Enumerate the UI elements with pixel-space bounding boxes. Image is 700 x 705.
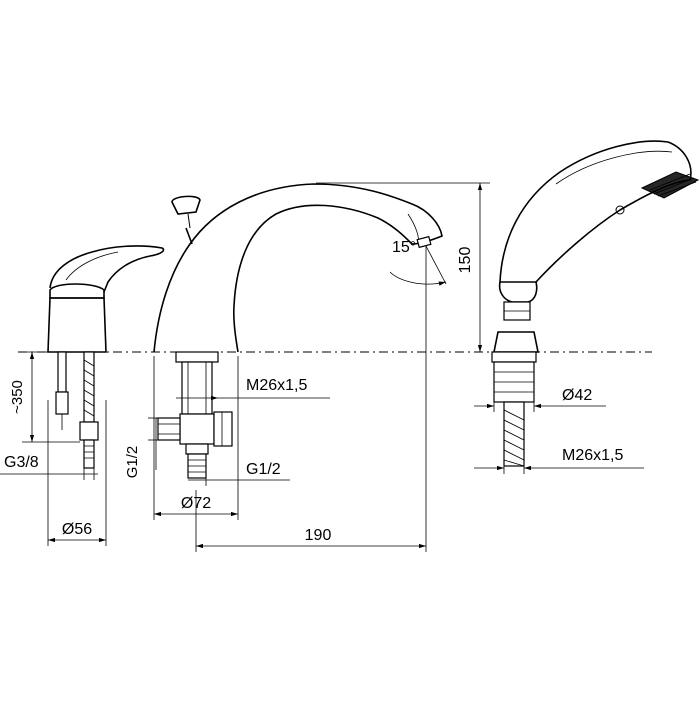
handle-connection-label: G3/8: [4, 454, 39, 471]
mixer-handle-body: [47, 245, 165, 353]
overall-height-label: 150: [457, 247, 474, 274]
side-inlet-label: G1/2: [124, 446, 141, 479]
inlet-connection-label: G1/2: [246, 461, 281, 478]
spout-angle-label: 15°: [392, 239, 416, 256]
spout-reach-label: 190: [305, 527, 332, 544]
spout-mount: [157, 351, 233, 479]
mixer-connection-tails: [55, 351, 99, 469]
shower-thread-label: M26x1,5: [562, 447, 623, 464]
hose-length-label: ~350: [9, 380, 26, 414]
handle-base-diameter-label: Ø56: [62, 521, 92, 538]
shower-diameter-label: Ø42: [562, 387, 592, 404]
spout-body: [153, 183, 443, 353]
spout-thread-label: M26x1,5: [246, 377, 307, 394]
hand-shower: [491, 140, 700, 467]
